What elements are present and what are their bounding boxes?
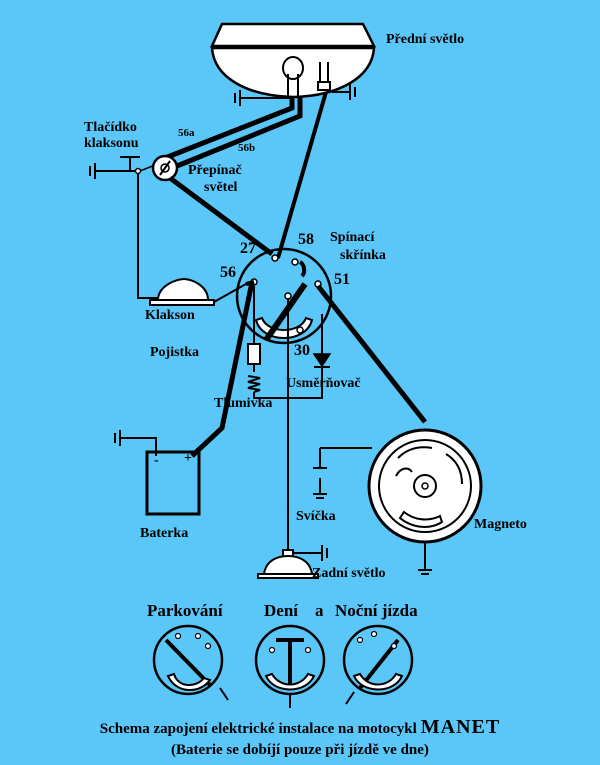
battery-plus-label: +: [184, 451, 192, 466]
light-switch-label-1: Přepínač: [188, 163, 242, 178]
battery-minus-label: -: [154, 453, 159, 468]
wires-56a-56b: [164, 91, 328, 259]
caption-brand: MANET: [420, 716, 501, 738]
light-switch-label-2: světel: [204, 180, 238, 195]
caption-line-2: (Baterie se dobíjí pouze při jízdě ve dn…: [171, 742, 429, 758]
front-light-symbol: [210, 22, 377, 106]
fuse-label: Pojistka: [150, 345, 199, 360]
ignition-box-label-1: Spínací: [330, 230, 375, 245]
rear-light-label: Zadní světlo: [312, 566, 386, 581]
wire-56b-label: 56b: [238, 142, 256, 154]
horn-label: Klakson: [145, 308, 195, 323]
position-day: [254, 624, 326, 708]
spark-plug-label: Svíčka: [296, 509, 336, 524]
position-parking: [152, 624, 229, 701]
wire-56a-label: 56a: [178, 127, 195, 139]
battery-symbol: [145, 450, 201, 516]
horn-button-label-1: Tlačídko: [84, 120, 137, 135]
choke-label: Tlumivka: [214, 396, 273, 411]
rear-light-symbol: [257, 545, 328, 579]
terminal-30-label: 30: [294, 342, 310, 359]
front-light-label: Přední světlo: [386, 32, 465, 47]
rectifier-label: Usměrňovač: [286, 376, 361, 391]
terminal-51-label: 51: [334, 271, 350, 288]
ignition-box-label-2: skřínka: [340, 248, 386, 263]
mode-night-label: Noční jízda: [335, 601, 418, 620]
terminal-56-label: 56: [220, 264, 236, 281]
mode-parking-label: Parkování: [147, 601, 223, 620]
caption-prefix: Schema zapojení elektrické instalace na …: [99, 721, 417, 737]
battery-label: Baterka: [140, 526, 189, 541]
battery-wires: [114, 281, 255, 458]
horn-button-symbol: [89, 156, 158, 299]
light-switch-symbol: [151, 154, 274, 257]
caption-line-1: Schema zapojení elektrické instalace na …: [0, 716, 600, 739]
position-night: [342, 624, 414, 705]
terminal-58-label: 58: [298, 231, 314, 248]
horn-button-label-2: klaksonu: [84, 136, 139, 151]
magneto-label: Magneto: [474, 517, 527, 532]
mode-and-label: a: [315, 601, 324, 620]
mode-day-label: Dení: [264, 601, 298, 620]
magneto-wire: [316, 284, 427, 424]
spark-plug-symbol: [313, 447, 372, 499]
terminal-27-label: 27: [240, 240, 256, 257]
magneto-symbol: [367, 428, 483, 575]
